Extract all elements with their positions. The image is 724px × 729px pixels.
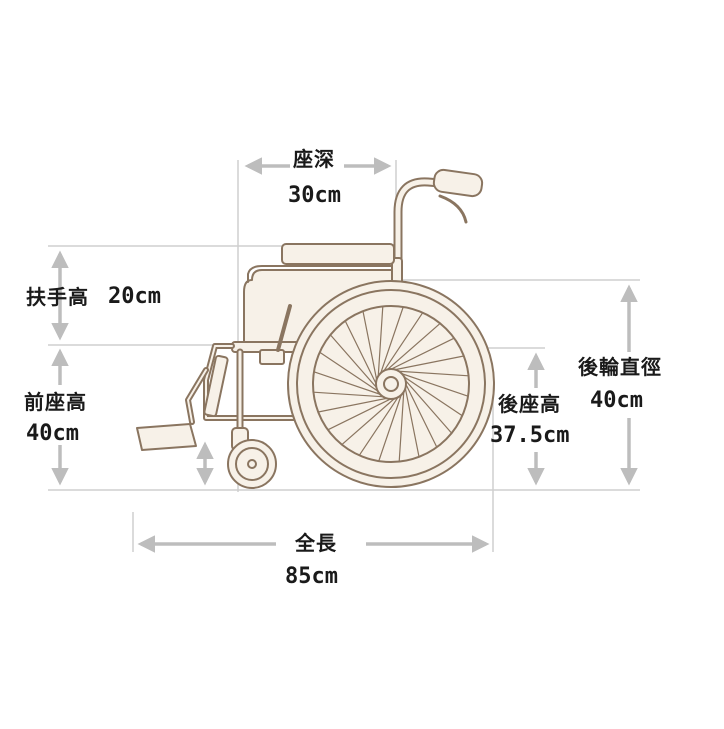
front-seat-height-value: 40cm [26, 421, 79, 446]
armrest-height-value: 20cm [108, 284, 161, 309]
rear-hub [375, 368, 407, 400]
footplate [136, 423, 197, 451]
push-handle [393, 168, 484, 267]
spoke [376, 306, 404, 385]
hub-cap [383, 376, 399, 392]
wheelchair [136, 168, 495, 489]
overall-length-name: 全長 [295, 531, 337, 555]
spoke [319, 351, 388, 399]
spoke [390, 369, 469, 397]
spoke [378, 383, 406, 462]
spoke [327, 393, 402, 431]
seat-depth-name: 座深 [293, 147, 335, 171]
armrest-frame [247, 265, 393, 283]
spoke [397, 371, 453, 434]
rear-wheel-diameter-name: 後輪直徑 [578, 355, 662, 379]
footrest-support [203, 354, 229, 418]
armrest-pad [281, 243, 395, 265]
hand-rim [296, 289, 486, 479]
spoke [329, 334, 385, 397]
overall-length-value: 85cm [285, 564, 338, 589]
spoke [358, 387, 406, 456]
armrest-height-name: 扶手高 [26, 285, 89, 309]
wheel-lock [259, 349, 285, 365]
rear-seat-height-value: 37.5cm [490, 423, 570, 448]
front-seat-height-name: 前座高 [24, 390, 87, 414]
rear-wheel [287, 280, 495, 488]
caster-rim [235, 447, 269, 481]
seat-depth-value: 30cm [288, 183, 341, 208]
spoke [402, 376, 420, 458]
spoke [317, 395, 399, 413]
lock-lever [276, 304, 292, 352]
spoke [398, 379, 406, 463]
rear-seat-height-name: 後座高 [498, 392, 561, 416]
spoke [312, 391, 396, 399]
spoke [313, 371, 392, 399]
spoke [400, 373, 438, 448]
spoke [394, 369, 463, 417]
spoke [386, 369, 470, 377]
spoke [362, 310, 380, 392]
rear-rim [312, 305, 470, 463]
spoke [376, 312, 424, 381]
spoke [378, 322, 441, 378]
spoke [383, 355, 465, 373]
rear-wheel-diameter-value: 40cm [590, 388, 643, 413]
dimension-arrows [51, 157, 638, 553]
handle-grip [432, 168, 484, 198]
spokes [312, 305, 470, 463]
caster-hub [247, 459, 257, 469]
spoke [380, 337, 455, 375]
spoke [376, 305, 384, 389]
brake-lever [438, 194, 468, 224]
spoke [344, 320, 382, 395]
spoke [341, 390, 404, 446]
